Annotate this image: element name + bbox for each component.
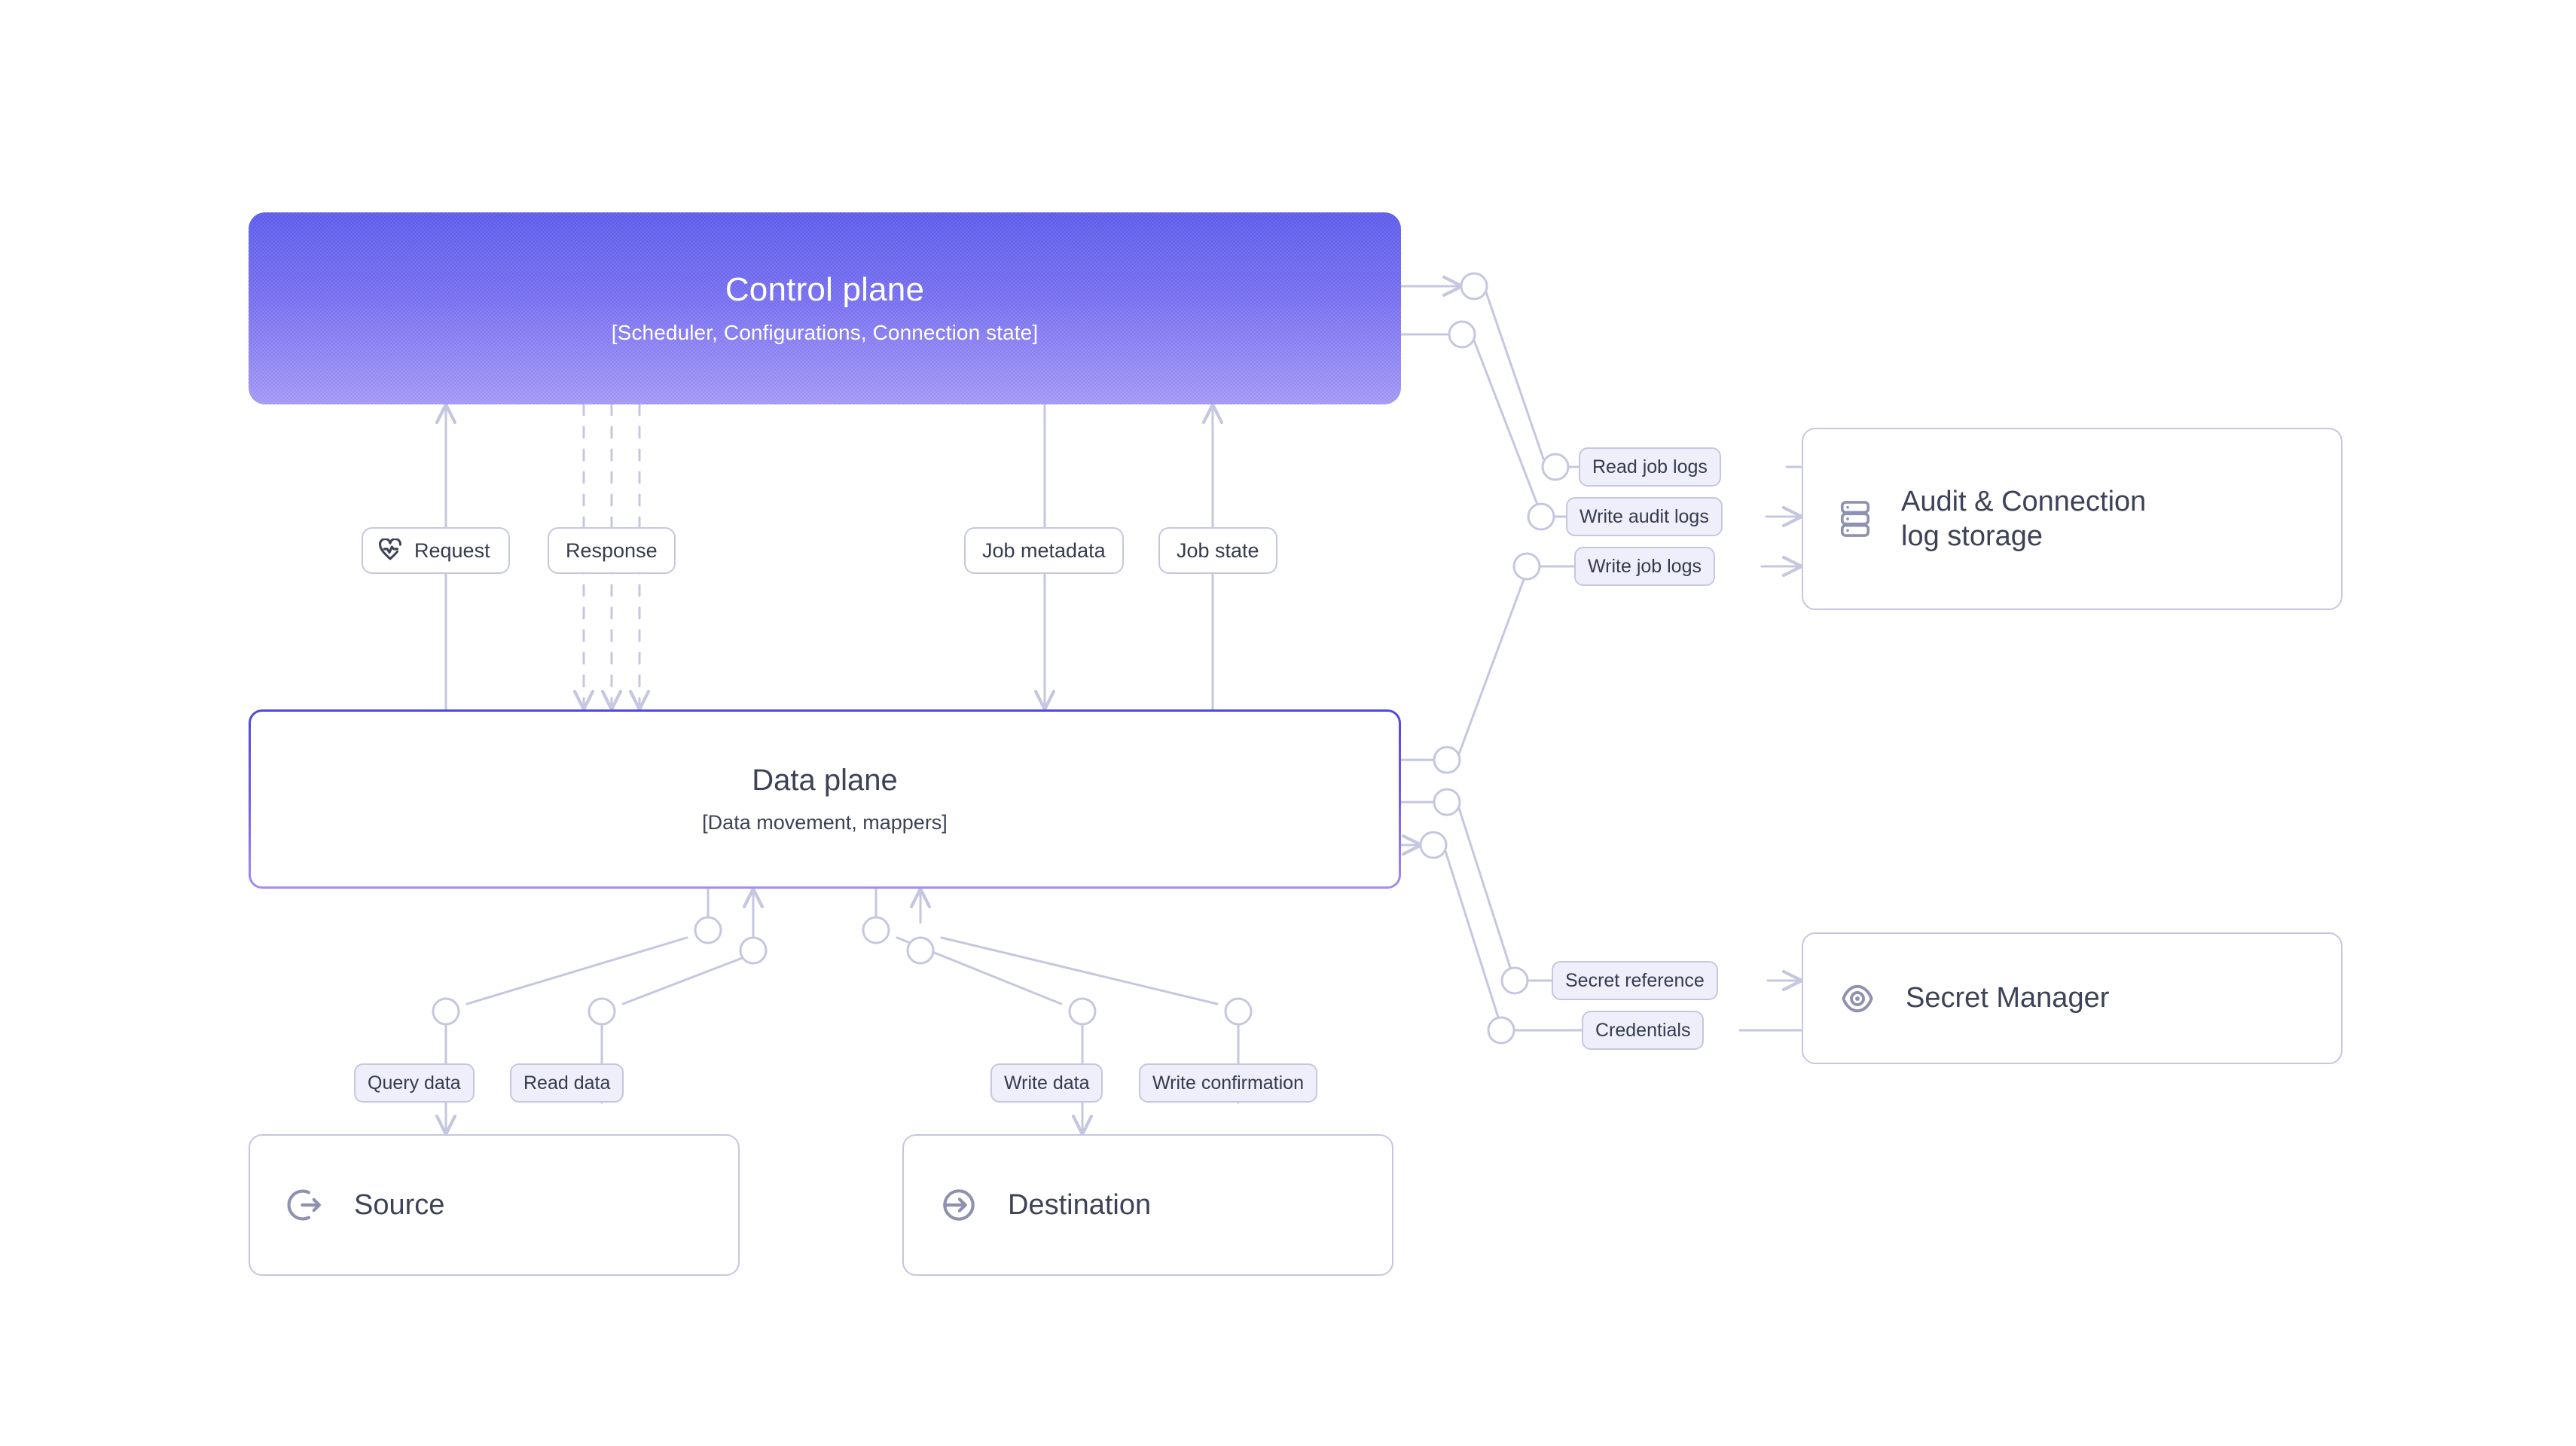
edge-label-write-job-logs[interactable]: Write job logs [1574,547,1715,586]
edge-label-response-text: Response [566,538,658,562]
control-plane-title: Control plane [725,271,925,309]
edge-label-response[interactable]: Response [548,527,676,574]
edge-label-job-metadata-text: Job metadata [982,538,1106,562]
edge-label-secret-reference-text: Secret reference [1565,969,1705,991]
source-node[interactable]: Source [249,1134,740,1276]
edge-label-read-data[interactable]: Read data [510,1063,624,1103]
audit-log-storage-node[interactable]: Audit & Connection log storage [1802,428,2343,610]
edge-label-credentials-text: Credentials [1595,1019,1691,1041]
edge-label-job-metadata[interactable]: Job metadata [964,527,1124,574]
edge-label-write-audit-logs[interactable]: Write audit logs [1566,497,1723,536]
edge-label-job-state[interactable]: Job state [1158,527,1277,574]
source-label: Source [354,1188,445,1221]
edge-label-write-job-logs-text: Write job logs [1588,555,1702,577]
heart-pulse-icon [377,538,404,563]
data-plane-title: Data plane [752,764,898,797]
edge-label-secret-reference[interactable]: Secret reference [1552,961,1718,1000]
data-plane-node[interactable]: Data plane [Data movement, mappers] [249,709,1401,889]
edge-label-read-job-logs-text: Read job logs [1592,456,1708,477]
edge-label-read-job-logs[interactable]: Read job logs [1579,447,1721,487]
edge-label-write-data[interactable]: Write data [990,1063,1103,1103]
edge-label-write-confirmation[interactable]: Write confirmation [1139,1063,1317,1103]
edge-label-write-confirmation-text: Write confirmation [1152,1072,1304,1094]
log-in-circle-icon [939,1185,979,1225]
secret-manager-node[interactable]: Secret Manager [1802,932,2343,1064]
control-plane-subtitle: [Scheduler, Configurations, Connection s… [611,320,1039,344]
edge-label-request[interactable]: Request [362,527,510,574]
audit-log-storage-label: Audit & Connection log storage [1901,484,2146,554]
destination-label: Destination [1008,1188,1152,1221]
eye-icon [1838,979,1877,1018]
edge-label-request-text: Request [414,538,490,562]
server-stack-icon [1838,499,1872,539]
control-plane-node[interactable]: Control plane [Scheduler, Configurations… [249,212,1401,404]
audit-log-storage-label-line1: Audit & Connection [1901,485,2147,517]
secret-manager-label: Secret Manager [1906,982,2110,1014]
edge-label-write-data-text: Write data [1004,1072,1090,1094]
destination-node[interactable]: Destination [902,1134,1393,1276]
edge-label-write-audit-logs-text: Write audit logs [1579,505,1709,527]
data-plane-subtitle: [Data movement, mappers] [702,811,948,834]
edge-label-query-data-text: Query data [368,1072,461,1094]
edge-label-job-state-text: Job state [1177,538,1259,562]
edge-label-read-data-text: Read data [523,1072,611,1094]
audit-log-storage-label-line2: log storage [1901,520,2043,552]
log-out-circle-icon [285,1185,325,1225]
edge-label-credentials[interactable]: Credentials [1582,1011,1705,1050]
edge-label-query-data[interactable]: Query data [354,1063,475,1103]
